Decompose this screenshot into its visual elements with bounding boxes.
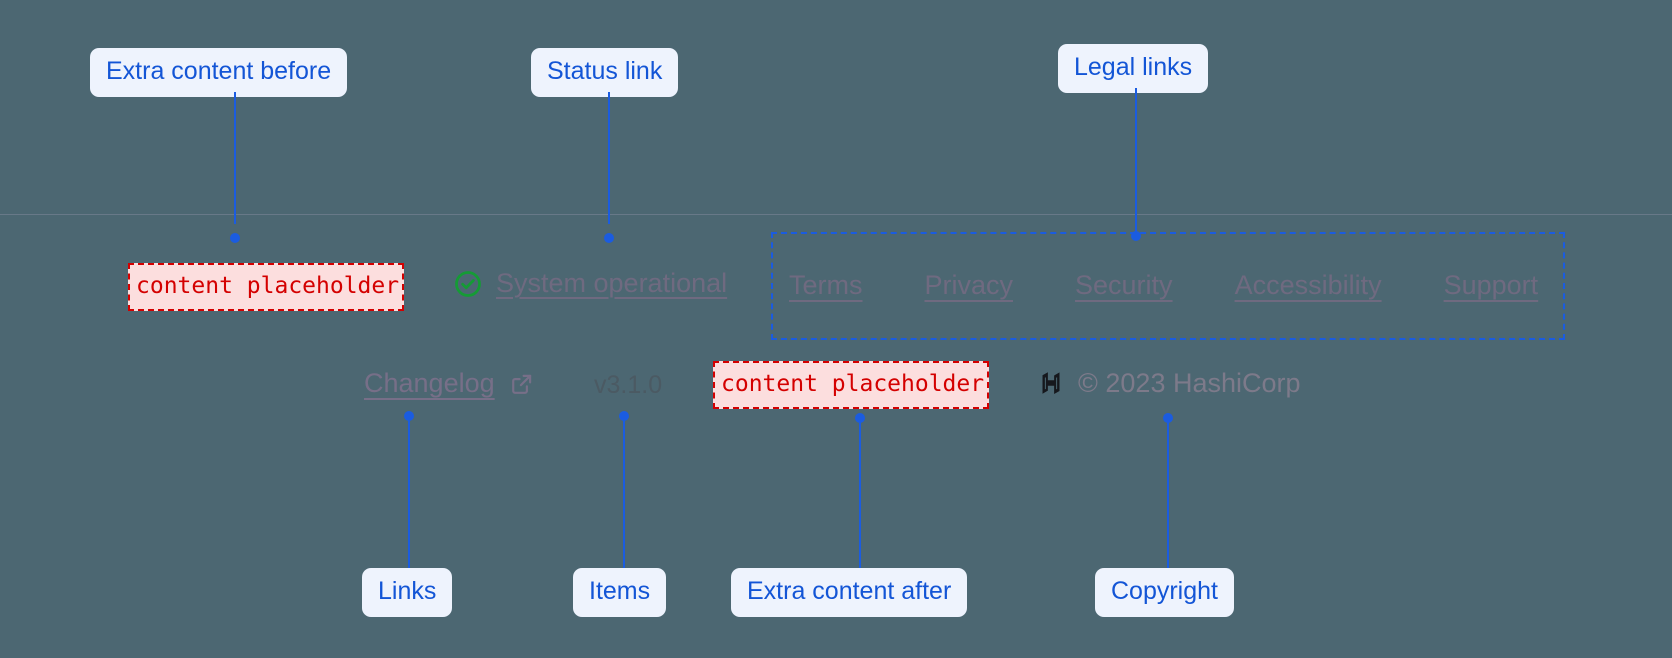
callout-legal-links: Legal links — [1058, 44, 1209, 93]
version-label: v3.1.0 — [594, 371, 663, 399]
legal-link-privacy[interactable]: Privacy — [924, 270, 1014, 300]
leader-line-items — [623, 416, 625, 568]
legal-link-terms[interactable]: Terms — [789, 270, 863, 300]
leader-line-extra-content-after — [859, 418, 861, 568]
legal-links-list: Terms Privacy Security Accessibility Sup… — [789, 270, 1538, 301]
status-link-label: System operational — [496, 268, 728, 298]
callout-status-link: Status link — [531, 48, 679, 97]
callout-copyright: Copyright — [1095, 568, 1234, 617]
legal-links-highlight-box — [771, 232, 1565, 340]
changelog-label: Changelog — [364, 368, 495, 398]
leader-dot-status-link — [604, 233, 614, 243]
leader-line-extra-content-before — [234, 92, 236, 224]
copyright-text: © 2023 HashiCorp — [1078, 368, 1301, 398]
callout-extra-content-before: Extra content before — [90, 48, 348, 97]
content-placeholder-after: content placeholder — [713, 361, 989, 409]
external-link-icon — [509, 371, 535, 397]
changelog-link[interactable]: Changelog — [364, 368, 535, 399]
legal-link-security[interactable]: Security — [1075, 270, 1173, 300]
status-link[interactable]: System operational — [453, 268, 727, 299]
leader-line-copyright — [1167, 418, 1169, 568]
leader-dot-legal-links — [1131, 231, 1141, 241]
legal-link-support[interactable]: Support — [1443, 270, 1539, 300]
leader-line-legal-links — [1135, 88, 1137, 234]
legal-link-accessibility[interactable]: Accessibility — [1234, 270, 1382, 300]
content-placeholder-before: content placeholder — [128, 263, 404, 311]
footer-top-divider — [0, 214, 1672, 215]
check-circle-icon — [453, 269, 483, 299]
copyright-block: © 2023 HashiCorp — [1036, 368, 1301, 399]
leader-line-links — [408, 416, 410, 568]
leader-line-status-link — [608, 92, 610, 224]
callout-items: Items — [573, 568, 667, 617]
callout-extra-content-after: Extra content after — [731, 568, 968, 617]
hashicorp-logo-icon — [1036, 369, 1066, 399]
leader-dot-extra-content-before — [230, 233, 240, 243]
callout-links: Links — [362, 568, 453, 617]
